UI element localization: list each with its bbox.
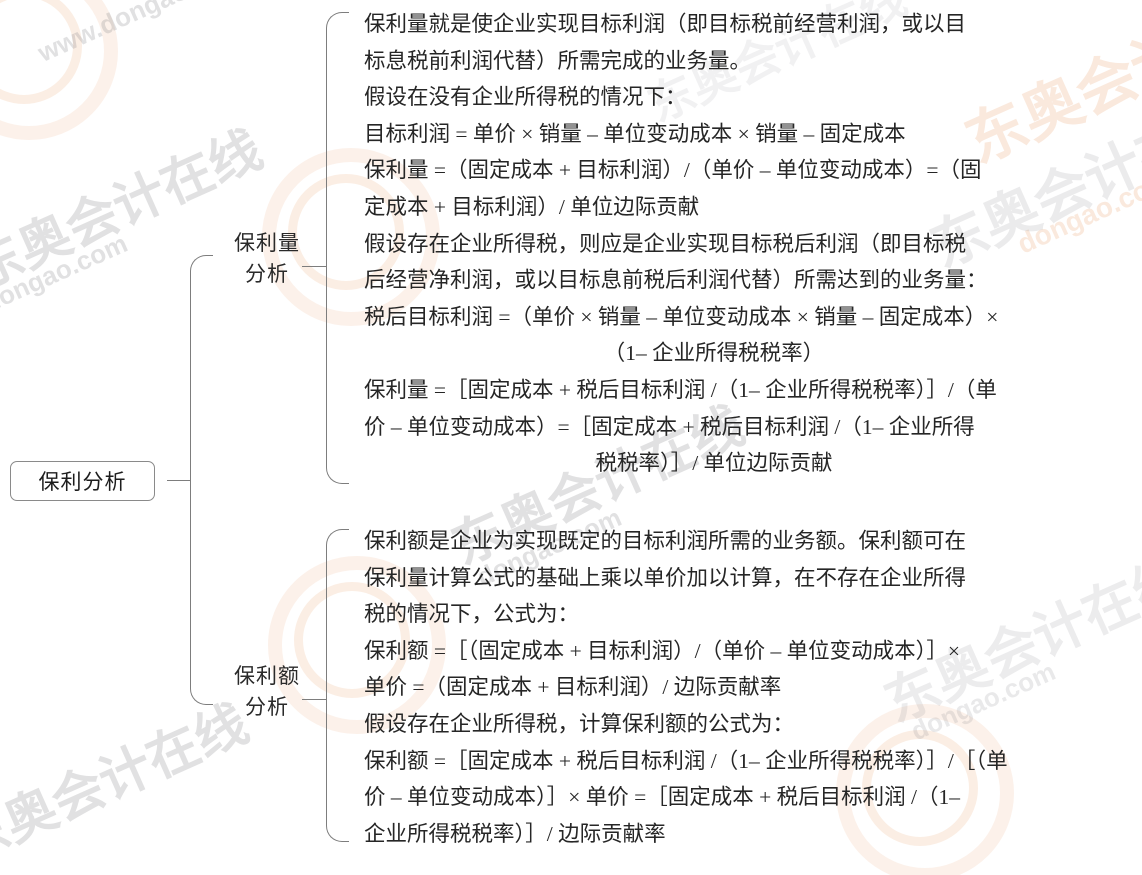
watermark-url-text: www.dongao.com <box>33 0 248 68</box>
text-line: 假设存在企业所得税，计算保利额的公式为： <box>364 711 795 736</box>
branch-2-text-block: 保利额是企业为实现既定的目标利润所需的业务额。保利额可在 保利量计算公式的基础上… <box>364 523 1064 852</box>
text-line: 定成本 + 目标利润）/ 单位边际贡献 <box>364 194 700 219</box>
text-line: 保利额 =［固定成本 + 税后目标利润 /（1– 企业所得税税率）］/［（单 <box>364 748 1008 773</box>
text-line: 假设在没有企业所得税的情况下： <box>364 85 687 110</box>
root-node-label: 保利分析 <box>38 470 127 494</box>
branch-label-line-1: 保利额 <box>234 664 300 688</box>
branch-label-baolie[interactable]: 保利额 分析 <box>212 661 322 723</box>
root-bracket <box>190 255 213 705</box>
watermark-site-text: dongao.com <box>0 227 132 319</box>
branch-2-bracket <box>326 529 349 842</box>
text-line: 后经营净利润，或以目标息前税后利润代替）所需达到的业务量： <box>364 268 988 293</box>
text-line: 保利量 =（固定成本 + 目标利润）/（单价 – 单位变动成本）=（固 <box>364 158 982 183</box>
text-line: 保利量 =［固定成本 + 税后目标利润 /（1– 企业所得税税率）］/（单 <box>364 377 997 402</box>
watermark-ring <box>0 0 118 140</box>
branch-1-connector-line <box>302 265 326 267</box>
text-line: 税税率）］/ 单位边际贡献 <box>595 451 833 476</box>
root-connector-line <box>167 479 190 481</box>
text-line: 保利额是企业为实现既定的目标利润所需的业务额。保利额可在 <box>364 529 967 553</box>
branch-1-text-block: 保利量就是使企业实现目标利润（即目标税前经营利润，或以目 标息税前利润代替）所需… <box>364 6 1064 482</box>
branch-label-baoliliang[interactable]: 保利量 分析 <box>212 228 322 290</box>
text-line: 保利额 =［（固定成本 + 目标利润）/（单价 – 单位变动成本）］× <box>364 638 960 663</box>
text-line: 保利量就是使企业实现目标利润（即目标税前经营利润，或以目 <box>364 12 967 36</box>
text-line: 保利量计算公式的基础上乘以单价加以计算，在不存在企业所得 <box>364 565 967 590</box>
text-line: 目标利润 = 单价 × 销量 – 单位变动成本 × 销量 – 固定成本 <box>364 121 906 146</box>
watermark-ring <box>0 0 82 104</box>
branch-1-bracket <box>326 12 349 484</box>
text-line: 标息税前利润代替）所需完成的业务量。 <box>364 48 752 73</box>
text-line: 企业所得税税率）］/ 边际贡献率 <box>364 821 666 846</box>
branch-label-line-1: 保利量 <box>234 231 300 255</box>
text-line: 单价 =（固定成本 + 目标利润）/ 边际贡献率 <box>364 675 782 700</box>
branch-2-connector-line <box>302 698 326 700</box>
text-line: 价 – 单位变动成本）］× 单价 =［固定成本 + 税后目标利润 /（1– <box>364 785 960 810</box>
text-line: （1– 企业所得税税率） <box>603 341 825 366</box>
text-line: 税的情况下，公式为： <box>364 602 580 627</box>
root-node[interactable]: 保利分析 <box>10 461 155 501</box>
text-line: 假设存在企业所得税，则应是企业实现目标税后利润（即目标税 <box>364 231 967 256</box>
text-line: 税后目标利润 =（单价 × 销量 – 单位变动成本 × 销量 – 固定成本）× <box>364 304 999 329</box>
branch-label-line-2: 分析 <box>245 262 289 287</box>
text-line: 价 – 单位变动成本）=［固定成本 + 税后目标利润 /（1– 企业所得 <box>364 414 975 439</box>
branch-label-line-2: 分析 <box>245 695 289 720</box>
